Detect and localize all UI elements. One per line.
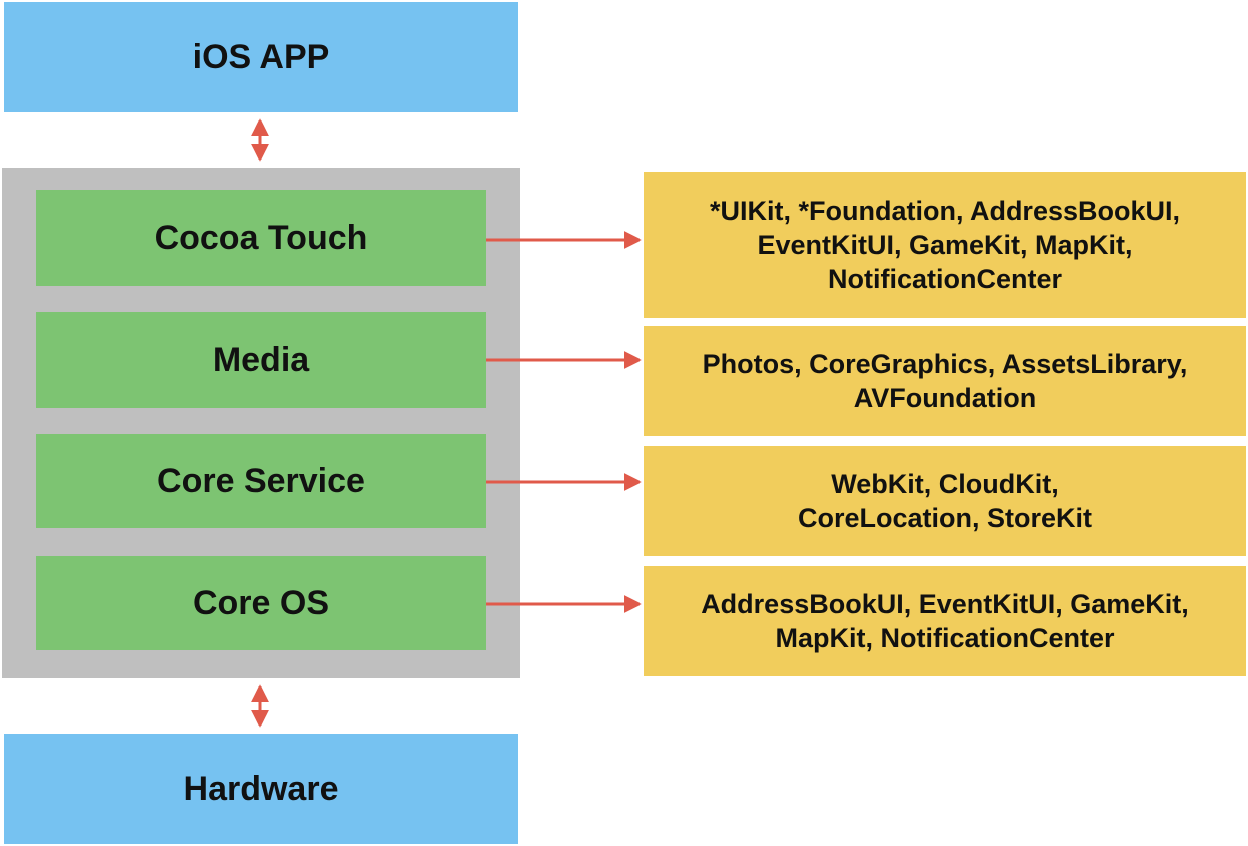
layer-core-os-label: Core OS	[192, 583, 330, 622]
layer-core-service: Core Service	[36, 434, 486, 528]
layer-cocoa-touch-label: Cocoa Touch	[154, 218, 368, 257]
ios-app-label: iOS APP	[192, 37, 330, 76]
layer-media: Media	[36, 312, 486, 408]
layer-cocoa-touch: Cocoa Touch	[36, 190, 486, 286]
frameworks-core-os: AddressBookUI, EventKitUI, GameKit, MapK…	[644, 566, 1246, 676]
layer-core-service-label: Core Service	[157, 461, 365, 500]
layer-media-label: Media	[212, 340, 310, 379]
frameworks-core-service: WebKit, CloudKit, CoreLocation, StoreKit	[644, 446, 1246, 556]
hardware-box: Hardware	[4, 734, 518, 844]
frameworks-media-text: Photos, CoreGraphics, AssetsLibrary, AVF…	[702, 349, 1188, 413]
ios-app-box: iOS APP	[4, 2, 518, 112]
frameworks-core-service-text: WebKit, CloudKit, CoreLocation, StoreKit	[797, 469, 1093, 533]
layer-core-os: Core OS	[36, 556, 486, 650]
hardware-label: Hardware	[183, 769, 339, 808]
frameworks-cocoa-touch-text: *UIKit, *Foundation, AddressBookUI, Even…	[709, 196, 1180, 294]
frameworks-cocoa-touch: *UIKit, *Foundation, AddressBookUI, Even…	[644, 172, 1246, 318]
frameworks-media: Photos, CoreGraphics, AssetsLibrary, AVF…	[644, 326, 1246, 436]
frameworks-core-os-text: AddressBookUI, EventKitUI, GameKit, MapK…	[701, 589, 1189, 653]
